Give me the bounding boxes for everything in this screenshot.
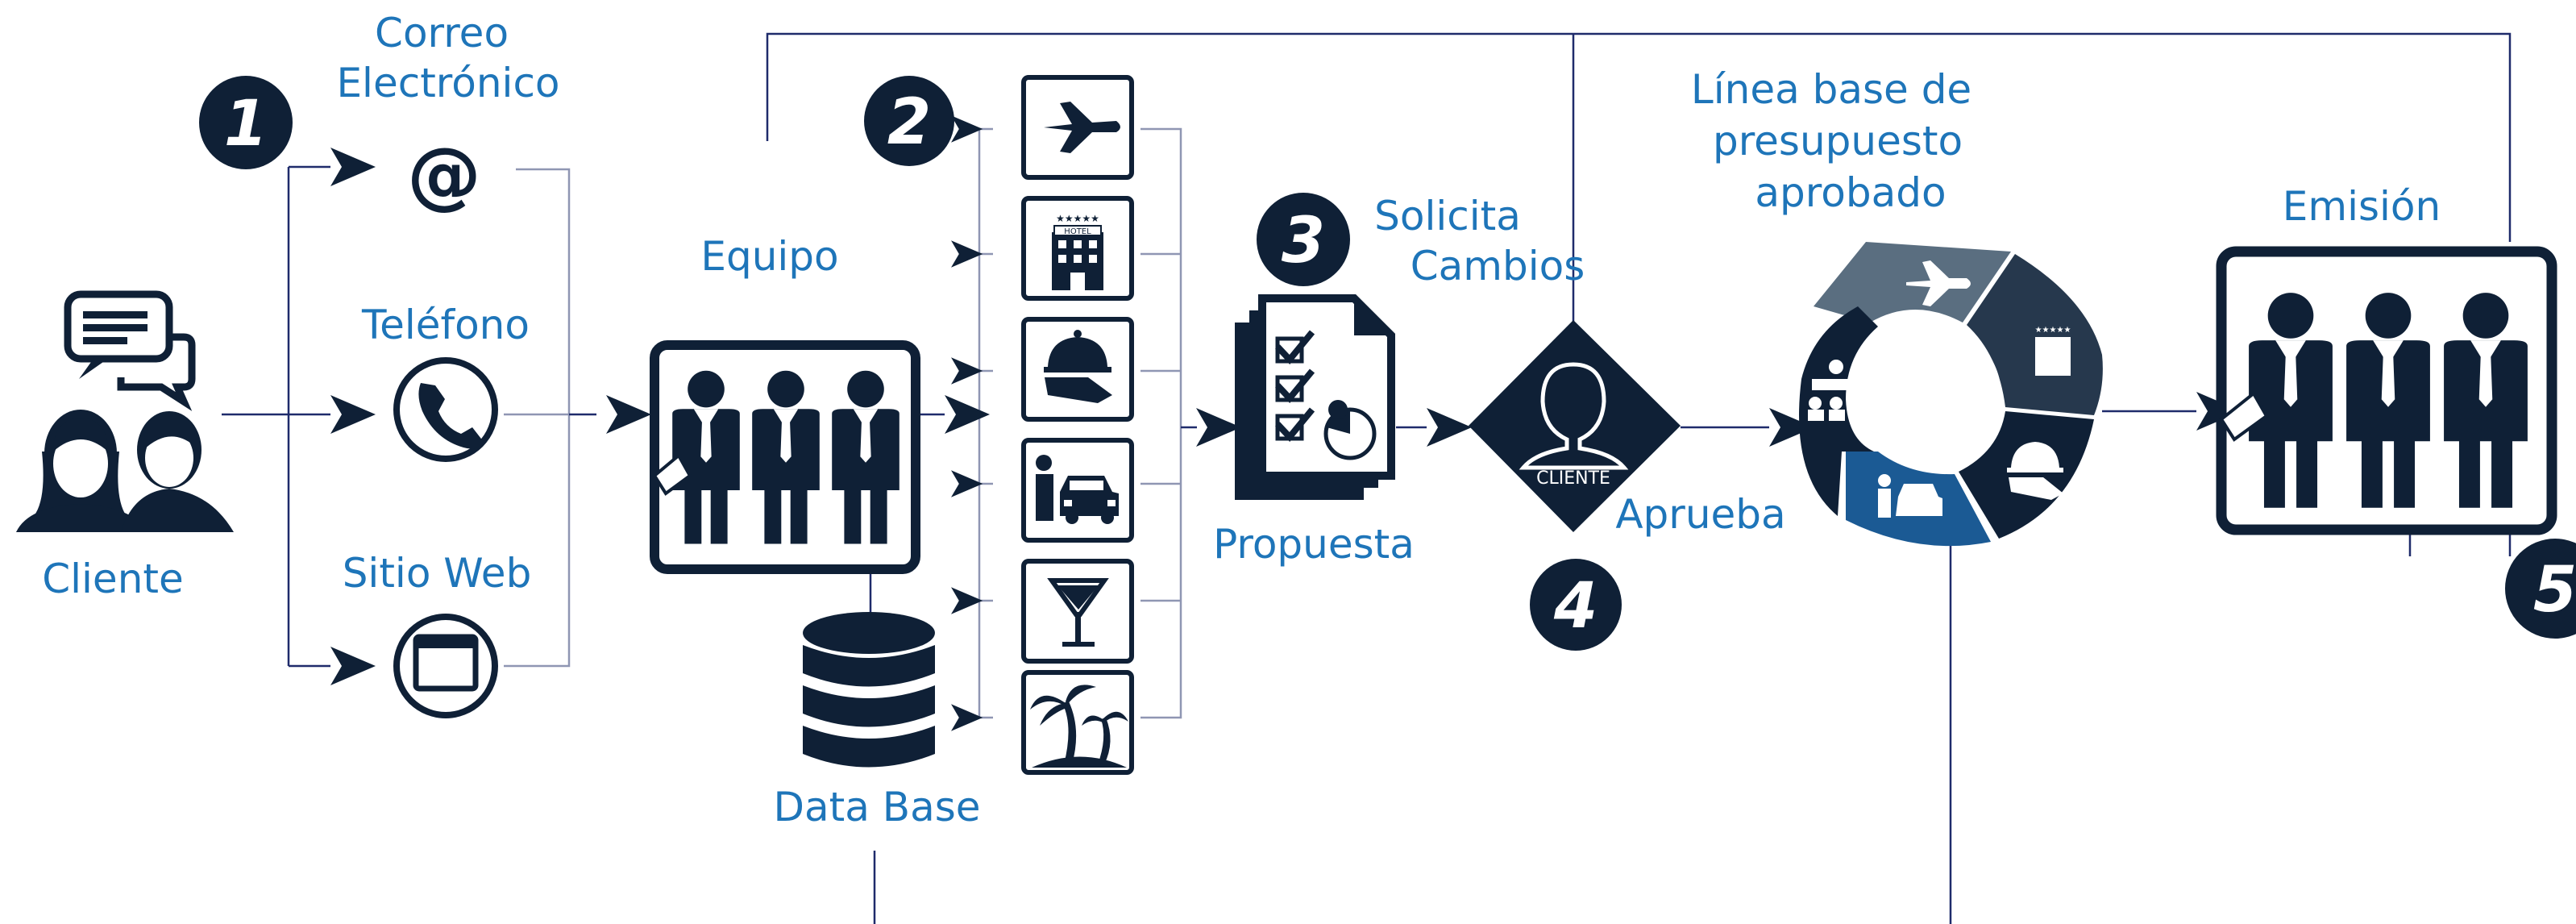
dining-icon	[2007, 442, 2063, 500]
cliente-node: Cliente	[16, 290, 234, 602]
web-icon	[393, 614, 498, 718]
email-label: Correo Electrónico	[336, 10, 559, 106]
client-approval-diamond: CLIENTE	[1469, 320, 1681, 532]
team-icon	[650, 340, 920, 574]
step-2-badge: 2	[864, 76, 954, 166]
budget-label-line-2: presupuesto	[1713, 118, 1963, 164]
step-2-number: 2	[887, 86, 931, 159]
hotel-icon: HOTEL ★★★★★	[1052, 213, 1103, 290]
client-avatar-icon	[1519, 362, 1629, 470]
connector-lines	[222, 32, 2512, 924]
phone-icon	[393, 357, 498, 462]
service-hotel: HOTEL ★★★★★	[1021, 196, 1134, 301]
email-label-line-1: Correo	[375, 10, 509, 56]
hotel-sign: HOTEL	[1064, 227, 1091, 236]
solicita-cambios-line-2: Cambios	[1411, 243, 1585, 289]
budget-label: Línea base de presupuesto aprobado	[1691, 66, 1984, 216]
meeting-icon	[1808, 360, 1866, 421]
cliente-label: Cliente	[42, 556, 184, 602]
service-taxi	[1021, 438, 1134, 543]
cliente-diamond-label: CLIENTE	[1536, 468, 1610, 489]
solicita-cambios-label: Solicita Cambios	[1374, 193, 1585, 289]
taxi-icon	[1878, 474, 1942, 518]
phone-label: Teléfono	[361, 302, 530, 348]
svg-text:★★★★★: ★★★★★	[2035, 326, 2071, 335]
cycle-segment-dining	[1959, 411, 2094, 539]
step-5-badge: 5	[2505, 539, 2576, 639]
emission-team-icon	[2216, 246, 2557, 535]
aprueba-label: Aprueba	[1615, 491, 1785, 538]
services-column: HOTEL ★★★★★	[1021, 75, 1134, 775]
step-1-badge: 1	[199, 76, 293, 169]
service-dining	[1021, 317, 1134, 422]
step-3-badge: 3	[1257, 193, 1350, 286]
palm-tree-icon	[1030, 685, 1128, 768]
web-label: Sitio Web	[343, 550, 532, 597]
step-3-number: 3	[1282, 205, 1325, 277]
step-1-number: 1	[224, 88, 268, 160]
solicita-cambios-line-1: Solicita	[1374, 193, 1521, 239]
at-icon: @	[407, 131, 481, 218]
equipo-label: Equipo	[700, 233, 838, 280]
step-4-badge: 4	[1530, 559, 1622, 651]
plane-icon	[1906, 260, 1971, 306]
email-label-line-2: Electrónico	[336, 60, 559, 106]
budget-label-line-1: Línea base de	[1691, 66, 1971, 113]
service-palm	[1021, 670, 1134, 775]
taxi-icon	[1036, 455, 1119, 524]
plane-icon	[1044, 102, 1120, 153]
customers-chat-icon	[16, 290, 234, 532]
channels-group: Correo Electrónico @ Teléfono Sitio Web	[336, 10, 560, 718]
database-icon	[803, 612, 935, 768]
hotel-icon: ★★★★★	[2035, 326, 2071, 376]
dining-icon	[1044, 330, 1112, 403]
proposal-icon	[1235, 294, 1395, 500]
emision-label: Emisión	[2283, 183, 2441, 230]
step-5-number: 5	[2533, 554, 2576, 626]
database-label: Data Base	[773, 784, 980, 830]
propuesta-label: Propuesta	[1213, 521, 1415, 568]
service-plane	[1021, 75, 1134, 180]
svg-text:★★★★★: ★★★★★	[1056, 213, 1099, 224]
budget-label-line-3: aprobado	[1755, 169, 1946, 216]
step-4-number: 4	[1553, 570, 1598, 643]
budget-cycle-wheel: ★★★★★	[1799, 242, 2103, 547]
cocktail-icon	[1047, 578, 1109, 647]
service-cocktail	[1021, 559, 1134, 664]
